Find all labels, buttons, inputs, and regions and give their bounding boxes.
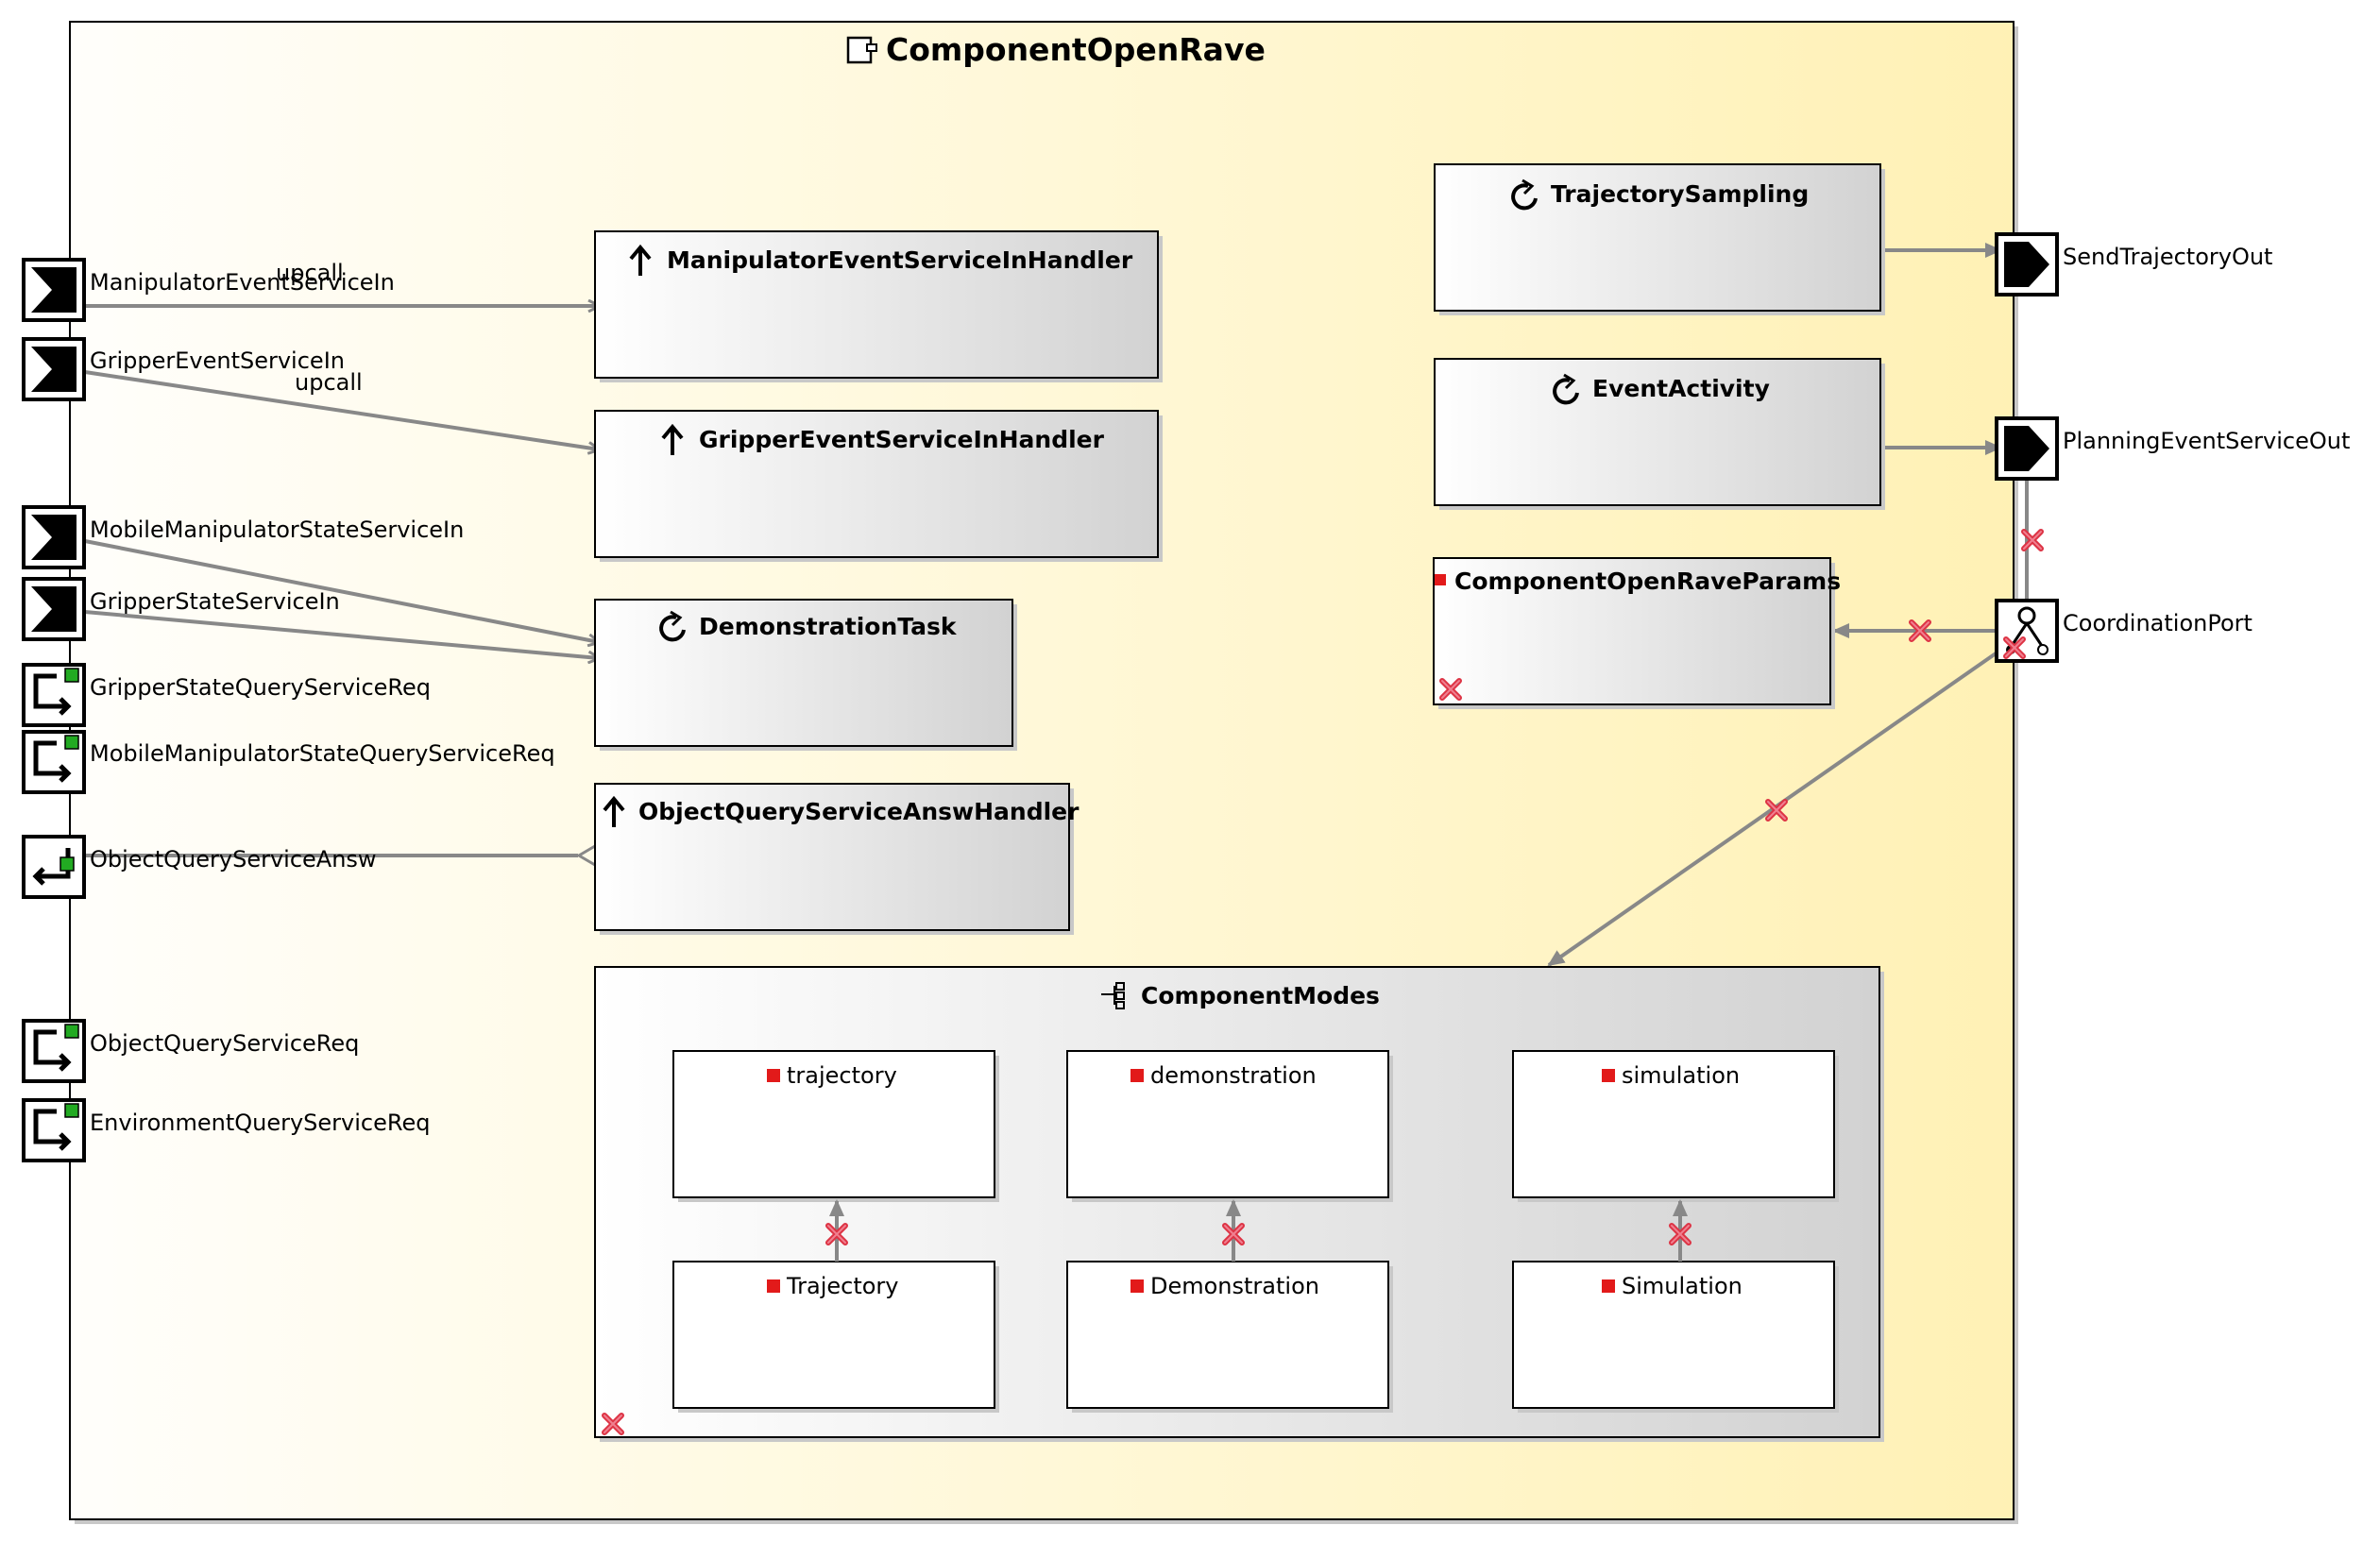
cycle-icon: [1511, 178, 1538, 211]
event-port-icon: [31, 515, 76, 560]
port-object-query-req[interactable]: ObjectQueryServiceReq: [22, 1019, 359, 1083]
handler-title: GripperEventServiceInHandler: [699, 426, 1105, 453]
request-port-icon: [33, 740, 72, 783]
upcall-arrow-icon: [661, 423, 684, 455]
red-square-icon: [1602, 1279, 1615, 1293]
connections: [84, 243, 2029, 967]
request-port-icon: [33, 673, 72, 716]
cycle-icon: [1553, 373, 1579, 405]
task-demonstration[interactable]: DemonstrationTask: [594, 599, 1017, 751]
upcall-label-2: upcall: [295, 369, 363, 396]
request-port-icon: [33, 1109, 72, 1151]
red-square-icon: [767, 1279, 780, 1293]
mode-label: simulation: [1622, 1062, 1740, 1089]
mode-label: Trajectory: [786, 1273, 899, 1299]
event-port-icon: [31, 267, 76, 313]
handler-gripper-event[interactable]: GripperEventServiceInHandler: [594, 410, 1163, 562]
port-mobile-manipulator-state-query-req[interactable]: MobileManipulatorStateQueryServiceReq: [22, 730, 555, 794]
mode-label: demonstration: [1150, 1062, 1317, 1089]
port-label: MobileManipulatorStateServiceIn: [90, 517, 464, 543]
port-send-trajectory-out[interactable]: SendTrajectoryOut: [1995, 232, 2272, 297]
handler-manipulator-event[interactable]: ManipulatorEventServiceInHandler: [594, 230, 1163, 382]
task-title: TrajectorySampling: [1551, 180, 1809, 208]
mode-state-simulation[interactable]: simulation: [1512, 1050, 1839, 1202]
component-title: ComponentOpenRave: [886, 31, 1266, 68]
red-square-icon: [1130, 1279, 1144, 1293]
red-square-icon: [1435, 574, 1446, 585]
port-gripper-event-in[interactable]: GripperEventServiceIn: [22, 337, 345, 401]
upcall-label-1: upcall: [276, 260, 344, 286]
component-icon: [846, 36, 877, 64]
event-port-icon: [31, 347, 76, 392]
event-out-port-icon: [2004, 426, 2049, 471]
red-square-icon: [1130, 1069, 1144, 1082]
connector-gripper-state: [84, 610, 599, 658]
port-label: ManipulatorEventServiceIn: [90, 269, 395, 296]
connector-gripper-event: [84, 370, 599, 449]
red-square-icon: [767, 1069, 780, 1082]
upcall-arrow-icon: [629, 244, 652, 276]
handler-title: ManipulatorEventServiceInHandler: [667, 246, 1133, 274]
port-gripper-state-in[interactable]: GripperStateServiceIn: [22, 577, 340, 641]
port-gripper-state-query-req[interactable]: GripperStateQueryServiceReq: [22, 663, 431, 727]
port-label: EnvironmentQueryServiceReq: [90, 1110, 430, 1136]
red-square-icon: [1602, 1069, 1615, 1082]
task-title: EventActivity: [1592, 375, 1770, 402]
task-event-activity[interactable]: EventActivity: [1434, 358, 1885, 510]
event-port-icon: [31, 586, 76, 632]
mode-label: trajectory: [787, 1062, 897, 1089]
port-label: ObjectQueryServiceAnsw: [90, 846, 377, 873]
port-label: PlanningEventServiceOut: [2063, 428, 2350, 454]
mode-connectors: [828, 1199, 1689, 1262]
params-component-openrave[interactable]: ComponentOpenRaveParams: [1433, 557, 1841, 709]
mode-label: Simulation: [1622, 1273, 1742, 1299]
cycle-icon: [659, 610, 686, 642]
port-label: ObjectQueryServiceReq: [90, 1030, 359, 1057]
task-title: DemonstrationTask: [699, 613, 958, 640]
task-trajectory-sampling[interactable]: TrajectorySampling: [1434, 163, 1885, 315]
handler-title: ObjectQueryServiceAnswHandler: [638, 798, 1080, 825]
params-title: ComponentOpenRaveParams: [1454, 568, 1841, 595]
port-label: GripperEventServiceIn: [90, 347, 345, 374]
mode-label: Demonstration: [1150, 1273, 1319, 1299]
port-label: MobileManipulatorStateQueryServiceReq: [90, 740, 555, 767]
connector-mobile-manipulator-state: [84, 539, 599, 642]
connector-object-query-answ-head: [576, 844, 596, 867]
mode-state-simulation-upper[interactable]: Simulation: [1512, 1261, 1839, 1413]
request-port-icon: [33, 1029, 72, 1072]
port-object-query-answ[interactable]: ObjectQueryServiceAnsw: [22, 835, 377, 899]
port-mobile-manipulator-state-in[interactable]: MobileManipulatorStateServiceIn: [22, 505, 464, 569]
state-tree-icon: [1101, 982, 1125, 1009]
port-label: GripperStateQueryServiceReq: [90, 674, 431, 701]
port-environment-query-req[interactable]: EnvironmentQueryServiceReq: [22, 1098, 430, 1162]
mode-state-trajectory[interactable]: trajectory: [672, 1050, 999, 1202]
modes-title: ComponentModes: [1141, 982, 1380, 1009]
port-planning-event-out[interactable]: PlanningEventServiceOut: [1995, 416, 2350, 481]
mode-state-trajectory-upper[interactable]: Trajectory: [672, 1261, 999, 1413]
port-label: CoordinationPort: [2063, 610, 2252, 636]
port-manipulator-event-in[interactable]: ManipulatorEventServiceIn: [22, 258, 395, 322]
upcall-arrow-icon: [603, 795, 625, 827]
mode-state-demonstration[interactable]: demonstration: [1066, 1050, 1393, 1202]
port-coordination[interactable]: CoordinationPort: [1995, 599, 2252, 663]
mode-state-demonstration-upper[interactable]: Demonstration: [1066, 1261, 1393, 1413]
port-label: SendTrajectoryOut: [2063, 244, 2272, 270]
port-label: GripperStateServiceIn: [90, 588, 340, 615]
handler-object-query-answ[interactable]: ObjectQueryServiceAnswHandler: [594, 783, 1080, 935]
event-out-port-icon: [2004, 242, 2049, 287]
